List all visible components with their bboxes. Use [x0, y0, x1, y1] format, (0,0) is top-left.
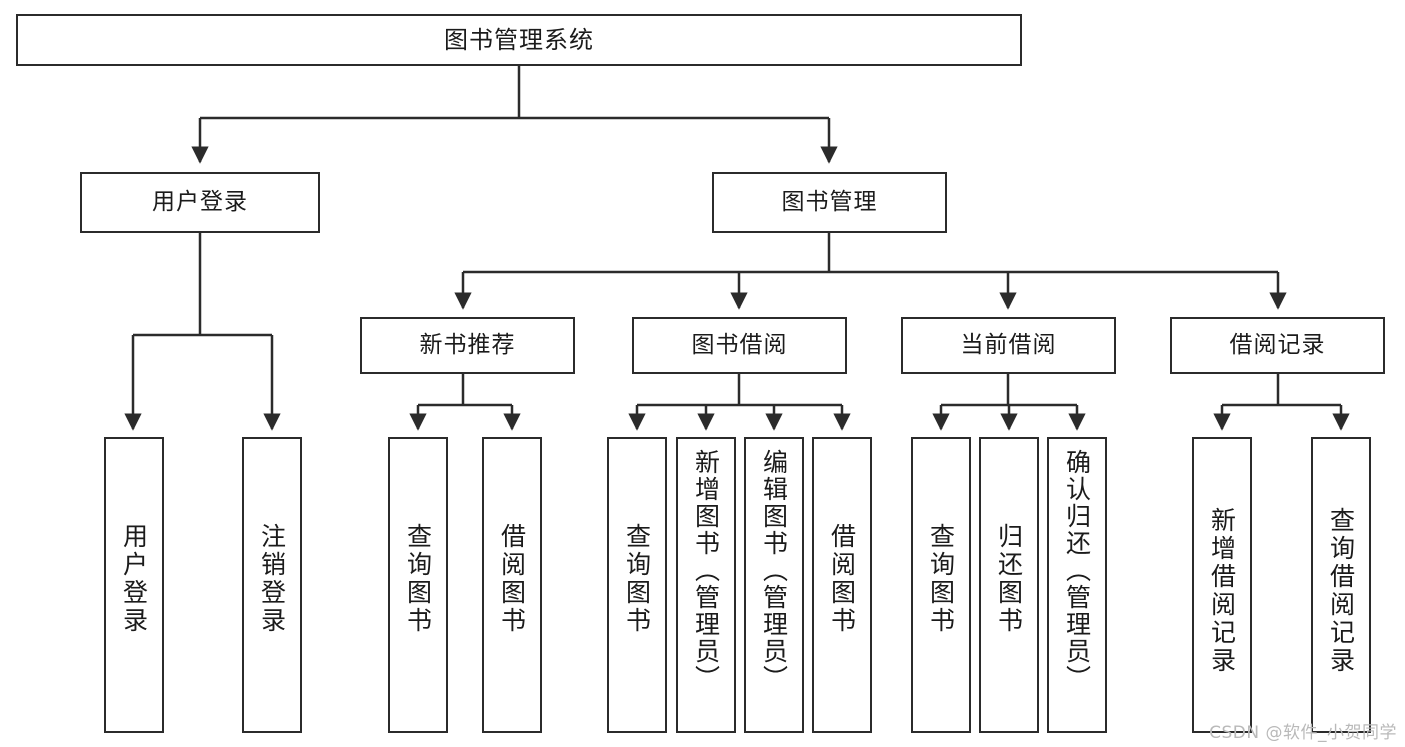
node-label: 编辑图书（管理员） [759, 449, 789, 692]
node-label: 归还图书 [994, 523, 1024, 635]
node-book-borrow[interactable]: 图书借阅 [632, 317, 847, 374]
node-current-borrow[interactable]: 当前借阅 [901, 317, 1116, 374]
node-borrow-record[interactable]: 借阅记录 [1170, 317, 1385, 374]
node-label: 查询图书 [403, 523, 433, 635]
node-label: 当前借阅 [960, 331, 1057, 358]
node-label: 查询图书 [926, 523, 956, 635]
node-label: 注销登录 [257, 523, 287, 635]
node-root-system[interactable]: 图书管理系统 [16, 14, 1022, 66]
leaf-add-record[interactable]: 新增借阅记录 [1192, 437, 1252, 733]
leaf-borrow-book-2[interactable]: 借阅图书 [812, 437, 872, 733]
node-new-book-rec[interactable]: 新书推荐 [360, 317, 575, 374]
leaf-edit-book[interactable]: 编辑图书（管理员） [744, 437, 804, 733]
node-label: 用户登录 [119, 523, 149, 635]
node-book-manage[interactable]: 图书管理 [712, 172, 947, 233]
node-label: 图书管理系统 [444, 25, 594, 54]
node-label: 借阅图书 [497, 523, 527, 635]
node-label: 查询图书 [622, 523, 652, 635]
watermark-text: CSDN @软件_小贺同学 [1209, 723, 1397, 743]
node-label: 确认归还（管理员） [1062, 449, 1092, 692]
node-label: 新增图书（管理员） [691, 449, 721, 692]
leaf-user-login[interactable]: 用户登录 [104, 437, 164, 733]
leaf-query-record[interactable]: 查询借阅记录 [1311, 437, 1371, 733]
leaf-return-book[interactable]: 归还图书 [979, 437, 1039, 733]
leaf-confirm-return[interactable]: 确认归还（管理员） [1047, 437, 1107, 733]
node-label: 新书推荐 [419, 331, 516, 358]
leaf-query-book-1[interactable]: 查询图书 [388, 437, 448, 733]
node-label: 图书借阅 [691, 331, 788, 358]
leaf-borrow-book-1[interactable]: 借阅图书 [482, 437, 542, 733]
node-label: 图书管理 [781, 188, 878, 215]
node-label: 查询借阅记录 [1326, 507, 1356, 675]
leaf-add-book[interactable]: 新增图书（管理员） [676, 437, 736, 733]
node-user-login[interactable]: 用户登录 [80, 172, 320, 233]
node-label: 新增借阅记录 [1207, 507, 1237, 675]
node-label: 借阅图书 [827, 523, 857, 635]
node-label: 用户登录 [152, 188, 248, 215]
leaf-query-book-2[interactable]: 查询图书 [607, 437, 667, 733]
node-label: 借阅记录 [1229, 331, 1326, 358]
leaf-query-book-3[interactable]: 查询图书 [911, 437, 971, 733]
leaf-logout-login[interactable]: 注销登录 [242, 437, 302, 733]
